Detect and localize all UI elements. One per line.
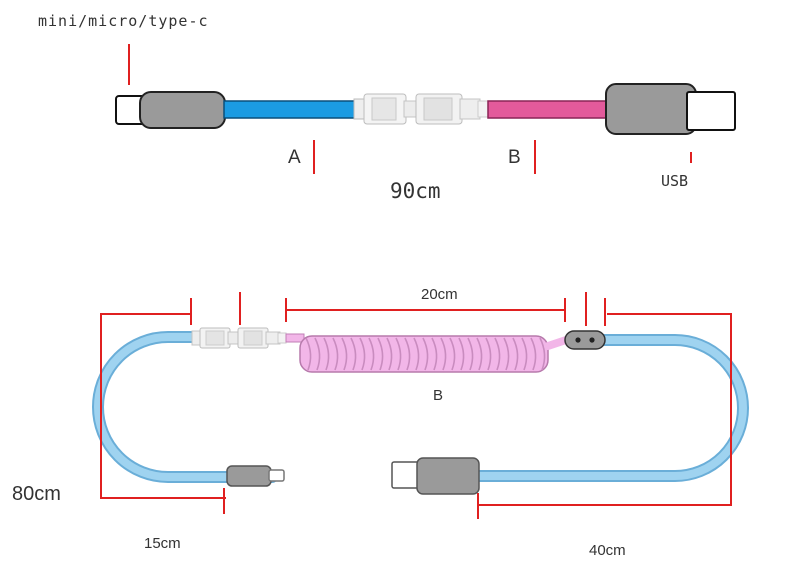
aviator-connector-small	[191, 327, 287, 349]
straight-cable	[115, 83, 736, 135]
coil-ridge	[368, 337, 375, 371]
usb-label: USB	[661, 172, 689, 190]
coil-segment-label: B	[433, 387, 444, 404]
right-end-length-label: 40cm	[589, 542, 626, 559]
connector-type-label: mini/micro/type-c	[38, 12, 209, 30]
coil-ridge	[431, 337, 438, 371]
coil-ridge	[404, 337, 411, 371]
coil-ridge	[476, 337, 483, 371]
cable-clip	[564, 330, 606, 350]
coil-ridge	[422, 337, 429, 371]
coil-ridge	[386, 337, 393, 371]
cable-segment-b	[487, 100, 611, 119]
coil-ridge	[503, 337, 510, 371]
pink-tail	[544, 336, 570, 350]
usb-plug	[686, 91, 736, 131]
height-length-label: 80cm	[12, 483, 61, 505]
coil-ridge	[323, 337, 330, 371]
coil-ridge	[494, 337, 501, 371]
coil-ridge	[449, 337, 456, 371]
pink-lead	[285, 333, 305, 343]
small-connector-tip	[268, 469, 285, 482]
cable-loop	[94, 333, 747, 481]
segment-a-label: A	[288, 147, 301, 168]
left-end-length-label: 15cm	[144, 535, 181, 552]
coil-ridge	[458, 337, 465, 371]
right-bracket	[478, 313, 732, 506]
segment-b-label: B	[508, 147, 521, 168]
left-connector-housing	[139, 91, 226, 129]
clip-hole-left	[575, 337, 581, 343]
coil-ridge	[395, 337, 402, 371]
coil-ridge	[512, 337, 519, 371]
coil-ridge	[539, 337, 546, 371]
height-bracket	[100, 313, 226, 499]
coil-ridge	[377, 337, 384, 371]
coil-ridge	[440, 337, 447, 371]
coil	[299, 335, 549, 373]
clip-hole-right	[589, 337, 595, 343]
coil-ridge	[341, 337, 348, 371]
coil-ridge	[530, 337, 537, 371]
coil-ridge	[359, 337, 366, 371]
top-markers	[128, 44, 692, 174]
coil-ridge	[521, 337, 528, 371]
dimension-lines	[100, 292, 732, 519]
coil-ridge	[332, 337, 339, 371]
coil-length-label: 20cm	[421, 286, 458, 303]
total-length-label: 90cm	[390, 179, 441, 203]
aviator-connector	[353, 93, 489, 125]
small-connector-housing	[226, 465, 272, 487]
usb-housing-bottom	[416, 457, 480, 495]
coil-ridge	[485, 337, 492, 371]
coil-ridge	[413, 337, 420, 371]
usb-connector-housing	[605, 83, 697, 135]
coil-ridge	[305, 337, 312, 371]
coil-ridge	[467, 337, 474, 371]
coil-ridge	[350, 337, 357, 371]
coil-ridge	[314, 337, 321, 371]
coiled-cable	[92, 327, 749, 495]
cable-segment-a	[223, 100, 357, 119]
